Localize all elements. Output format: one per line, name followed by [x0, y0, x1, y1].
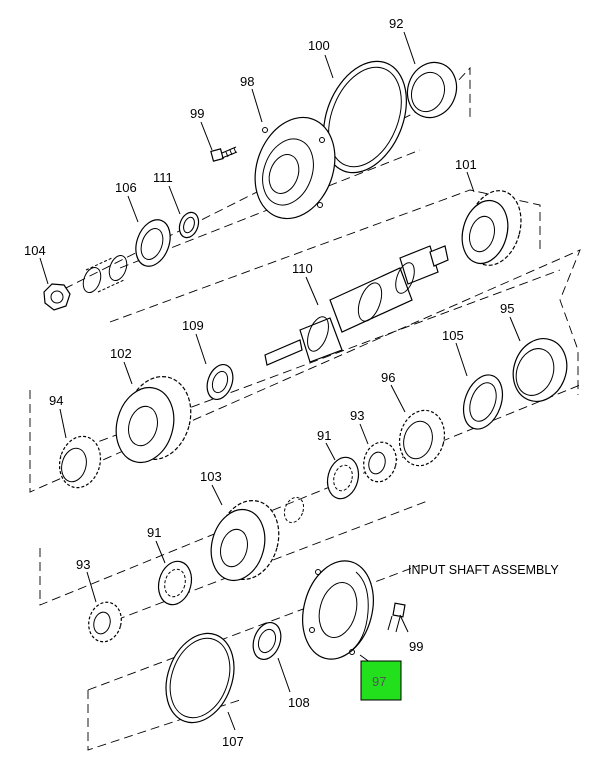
- part-93-bearing-upper: [363, 441, 397, 483]
- roller-ring-small: [283, 496, 305, 524]
- label-97[interactable]: 97: [372, 674, 386, 689]
- part-99-bolt-top: [210, 146, 238, 162]
- part-91-bearing-upper: [326, 456, 360, 500]
- part-99-bolt-lower: [387, 602, 406, 633]
- label-98[interactable]: 98: [240, 74, 254, 89]
- leader-lines: [39, 31, 521, 731]
- part-106-spacer: [135, 219, 171, 267]
- roller-bearing-small: [82, 254, 128, 294]
- part-104-nut: [43, 283, 71, 311]
- part-92-seal: [406, 61, 458, 119]
- label-108[interactable]: 108: [288, 695, 310, 710]
- part-105-spacer: [462, 374, 504, 430]
- label-110[interactable]: 110: [292, 261, 313, 276]
- label-94[interactable]: 94: [49, 393, 63, 408]
- part-109-snap-ring: [206, 363, 234, 401]
- part-108-ring: [252, 622, 282, 660]
- label-99-lower[interactable]: 99: [409, 639, 423, 654]
- part-94-bearing: [58, 435, 102, 489]
- part-labels: 92 100 98 99 101 111 106 104 110 109 102…: [24, 16, 514, 749]
- label-109[interactable]: 109: [182, 318, 204, 333]
- part-101-gear: [461, 190, 522, 266]
- part-111-washer: [178, 211, 200, 239]
- label-106[interactable]: 106: [115, 180, 137, 195]
- label-105[interactable]: 105: [442, 328, 464, 343]
- part-93-bearing-lower: [88, 601, 122, 643]
- label-99-top[interactable]: 99: [190, 106, 204, 121]
- label-104[interactable]: 104: [24, 243, 46, 258]
- label-107[interactable]: 107: [222, 734, 244, 749]
- label-96[interactable]: 96: [381, 370, 395, 385]
- part-102-gear: [115, 375, 192, 464]
- label-91-upper[interactable]: 91: [317, 428, 331, 443]
- label-92[interactable]: 92: [389, 16, 403, 31]
- part-103-gear: [210, 499, 280, 582]
- part-91-bearing-lower: [157, 560, 193, 606]
- part-98-bearing-cover: [254, 116, 336, 220]
- part-96-bearing: [398, 409, 446, 467]
- label-101[interactable]: 101: [455, 157, 477, 172]
- part-100-gasket: [323, 60, 407, 174]
- label-103[interactable]: 103: [200, 469, 222, 484]
- part-95-bearing-cup: [512, 338, 568, 402]
- part-110-input-shaft: [264, 245, 449, 366]
- label-91-lower[interactable]: 91: [147, 525, 161, 540]
- part-97-highlight-box[interactable]: [360, 660, 402, 701]
- label-111[interactable]: 111: [153, 170, 173, 185]
- label-100[interactable]: 100: [308, 38, 330, 53]
- label-93-upper[interactable]: 93: [350, 408, 364, 423]
- part-107-gasket: [165, 632, 235, 724]
- label-95[interactable]: 95: [500, 301, 514, 316]
- label-93-lower[interactable]: 93: [76, 557, 90, 572]
- diagram-title: INPUT SHAFT ASSEMBLY: [408, 563, 559, 577]
- label-102[interactable]: 102: [110, 346, 132, 361]
- part-97-cover: [302, 560, 374, 660]
